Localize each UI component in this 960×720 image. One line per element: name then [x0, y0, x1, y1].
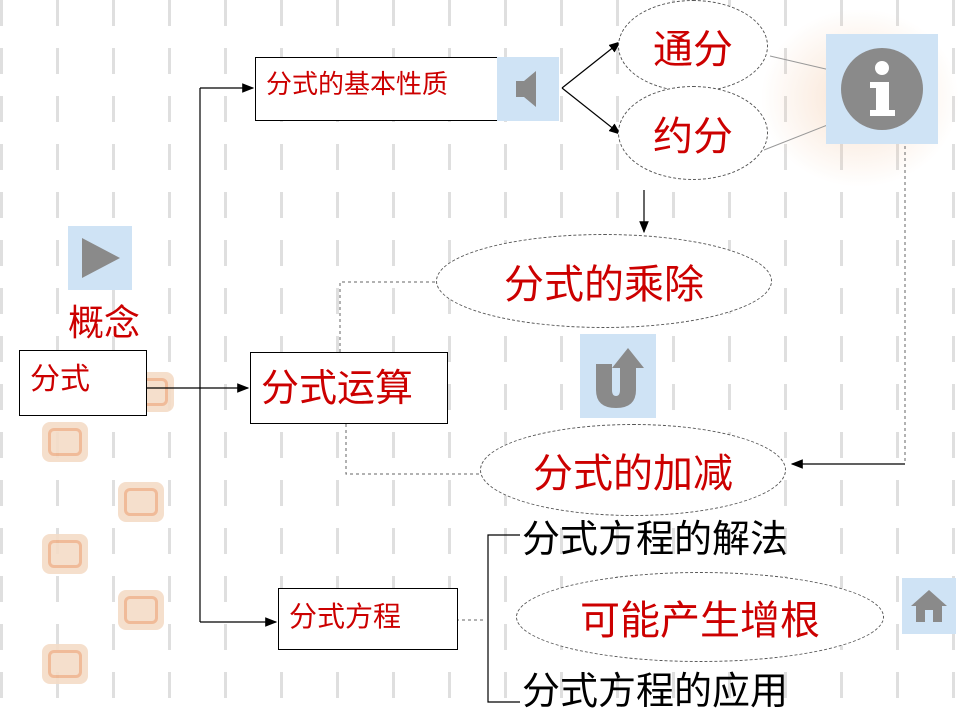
info-icon	[841, 48, 923, 130]
sound-button[interactable]	[497, 57, 559, 121]
operations-box: 分式运算	[250, 352, 448, 424]
fraction-label: 分式	[30, 362, 90, 397]
concept-label: 概念	[68, 303, 141, 344]
info-button[interactable]	[826, 34, 938, 144]
basic-property-box: 分式的基本性质	[255, 57, 499, 121]
mul-div-label: 分式的乘除	[504, 262, 704, 308]
extraneous-root-label: 可能产生增根	[580, 598, 820, 644]
yuefen-label: 约分	[653, 114, 733, 160]
tongfen-node: 通分	[618, 0, 768, 92]
home-button[interactable]	[902, 578, 956, 634]
add-sub-label: 分式的加减	[533, 451, 733, 497]
seal-stamp-decoration	[118, 590, 164, 630]
extraneous-root-node: 可能产生增根	[516, 572, 884, 662]
yuefen-node: 约分	[618, 86, 768, 180]
play-button[interactable]	[68, 226, 132, 290]
add-sub-node: 分式的加减	[480, 424, 786, 516]
seal-stamp-decoration	[42, 534, 88, 574]
return-button[interactable]	[580, 334, 656, 418]
basic-property-label: 分式的基本性质	[266, 70, 449, 100]
equation-box: 分式方程	[278, 588, 458, 650]
u-turn-icon	[596, 348, 644, 408]
fraction-box: 分式	[19, 350, 147, 416]
solve-method-label: 分式方程的解法	[522, 517, 789, 561]
seal-stamp-decoration	[42, 644, 88, 684]
operations-label: 分式运算	[261, 366, 414, 410]
speaker-icon	[516, 71, 536, 107]
application-label: 分式方程的应用	[522, 669, 789, 713]
play-icon	[82, 238, 120, 278]
tongfen-label: 通分	[653, 27, 733, 73]
home-icon	[911, 590, 947, 622]
seal-stamp-decoration	[118, 482, 164, 522]
equation-label: 分式方程	[289, 600, 402, 633]
seal-stamp-decoration	[42, 422, 88, 462]
mul-div-node: 分式的乘除	[436, 234, 772, 328]
